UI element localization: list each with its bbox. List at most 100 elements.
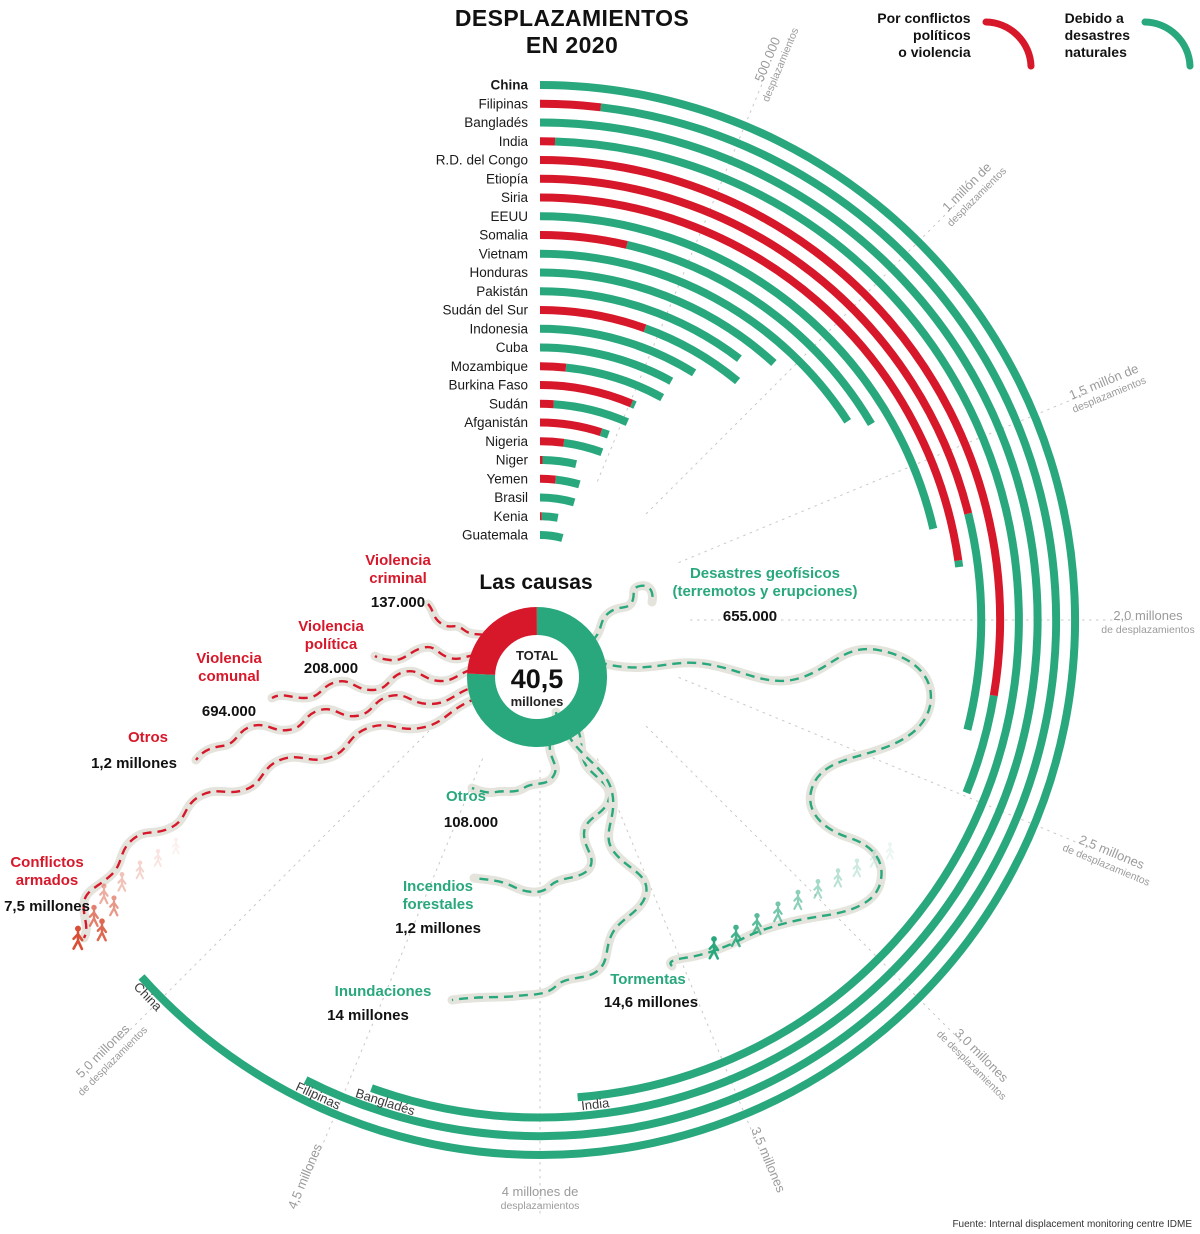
walking-person-icon xyxy=(708,936,720,960)
cause-path xyxy=(427,603,498,642)
country-arc-conflict xyxy=(539,474,556,484)
country-label: Nigeria xyxy=(485,434,528,449)
country-label: Pakistán xyxy=(476,284,528,299)
walking-person-icon xyxy=(885,842,894,860)
legend-disaster-line: Debido a xyxy=(1064,10,1124,26)
cause-value: 7,5 millones xyxy=(4,898,90,915)
country-arc-disaster xyxy=(553,400,630,426)
country-label: Etiopía xyxy=(486,171,529,186)
cause-value: 1,2 millones xyxy=(395,920,481,937)
cause-value: 14 millones xyxy=(327,1007,409,1024)
donut-disaster-segment xyxy=(467,607,608,747)
country-label: Niger xyxy=(496,453,529,468)
chart-title-line2: EN 2020 xyxy=(525,32,619,59)
country-arc-disaster xyxy=(565,363,665,402)
country-arc-disaster xyxy=(630,399,637,409)
walking-person-icon xyxy=(751,912,762,935)
axis-tick-label: 1,5 millón dedesplazamientos xyxy=(1064,360,1148,416)
walking-person-icon xyxy=(869,849,879,869)
country-arc-disaster xyxy=(539,343,674,385)
legend-conflict-line: o violencia xyxy=(898,43,971,60)
legend-disaster-label: Debido a desastres naturales xyxy=(1065,8,1130,60)
country-label: Kenia xyxy=(493,509,528,524)
country-label: Mozambique xyxy=(451,359,528,374)
walking-person-icon xyxy=(99,883,109,905)
cause-value: 208.000 xyxy=(304,660,358,677)
walking-person-icon xyxy=(117,872,127,892)
country-label: Somalia xyxy=(479,228,528,243)
disaster-arc-icon xyxy=(1141,18,1194,70)
cause-label: Tormentas xyxy=(610,971,686,988)
country-label: India xyxy=(499,134,529,149)
cause-value: 1,2 millones xyxy=(91,755,177,772)
country-label: Guatemala xyxy=(462,528,529,543)
walking-person-icon xyxy=(88,904,99,928)
country-arc-conflict xyxy=(539,174,973,515)
country-arc-disaster xyxy=(539,493,576,507)
walking-person-icon xyxy=(153,848,162,867)
donut-total-value: 40,5 xyxy=(511,664,564,694)
cause-path xyxy=(82,696,479,939)
walking-person-icon xyxy=(793,889,803,911)
legend-item-conflict: Por conflictos políticos o violencia xyxy=(877,8,1035,70)
country-label: Sudán del Sur xyxy=(442,303,528,318)
disaster-arc-icon-path xyxy=(1141,18,1194,70)
axis-tick-label: 1 millón dedesplazamientos xyxy=(934,154,1010,230)
country-arc-conflict xyxy=(539,156,1005,697)
country-arc-disaster xyxy=(539,249,852,424)
cause-label: Otros xyxy=(446,788,486,805)
axis-tick-label: 3,0 millonesde desplazamientos xyxy=(934,1017,1020,1103)
country-label: Bangladés xyxy=(464,115,528,130)
country-arc-conflict xyxy=(539,305,647,333)
walking-person-icon xyxy=(135,860,145,880)
country-label: Burkina Faso xyxy=(448,378,528,393)
walking-person-icon xyxy=(833,868,843,888)
axis-tick-label: 500.000desplazamientos xyxy=(745,20,801,104)
country-arc-conflict xyxy=(539,381,634,408)
cause-path xyxy=(451,719,648,1002)
cause-value: 14,6 millones xyxy=(604,994,698,1011)
country-label: Afganistán xyxy=(464,415,528,430)
country-arc-disaster xyxy=(539,268,777,366)
country-label: Filipinas xyxy=(478,96,528,111)
country-arc-conflict xyxy=(539,193,963,562)
cause-path xyxy=(473,715,611,894)
cause-path-base xyxy=(587,581,657,646)
country-label: Brasil xyxy=(494,490,528,505)
country-label: Sudán xyxy=(489,396,528,411)
axis-tick-label: 4,5 millones xyxy=(285,1141,326,1211)
walking-person-icon xyxy=(72,925,84,951)
country-label: EEUU xyxy=(490,209,528,224)
country-arc-disaster xyxy=(138,81,1080,1159)
cause-path xyxy=(374,645,491,662)
country-arc-disaster xyxy=(643,324,741,385)
country-arc-conflict xyxy=(539,230,628,249)
country-label: Honduras xyxy=(469,265,528,280)
cause-value: 108.000 xyxy=(444,814,498,831)
country-arc-disaster xyxy=(554,475,581,489)
cause-value: 694.000 xyxy=(202,703,256,720)
country-arc-conflict xyxy=(539,437,565,447)
legend-conflict-line: Por conflictos xyxy=(877,10,971,26)
cause-label: Otros xyxy=(128,729,168,746)
country-arc-disaster xyxy=(539,324,697,377)
walking-person-icon xyxy=(730,924,742,948)
legend-item-disaster: Debido a desastres naturales xyxy=(1065,8,1194,70)
legend-disaster-line: desastres xyxy=(1064,26,1130,43)
cause-value: 655.000 xyxy=(723,608,777,625)
country-arc-disaster xyxy=(303,103,1061,1141)
axis-tick-label: 5,0 millonesde desplazamientos xyxy=(64,1013,150,1099)
cause-path xyxy=(195,683,483,761)
walking-person-icon xyxy=(96,918,108,942)
walking-person-icon xyxy=(172,837,180,855)
country-arc-disaster xyxy=(599,428,610,439)
country-arc-disaster xyxy=(539,212,938,530)
chart-title-line1: DESPLAZAMIENTOS xyxy=(454,5,690,31)
